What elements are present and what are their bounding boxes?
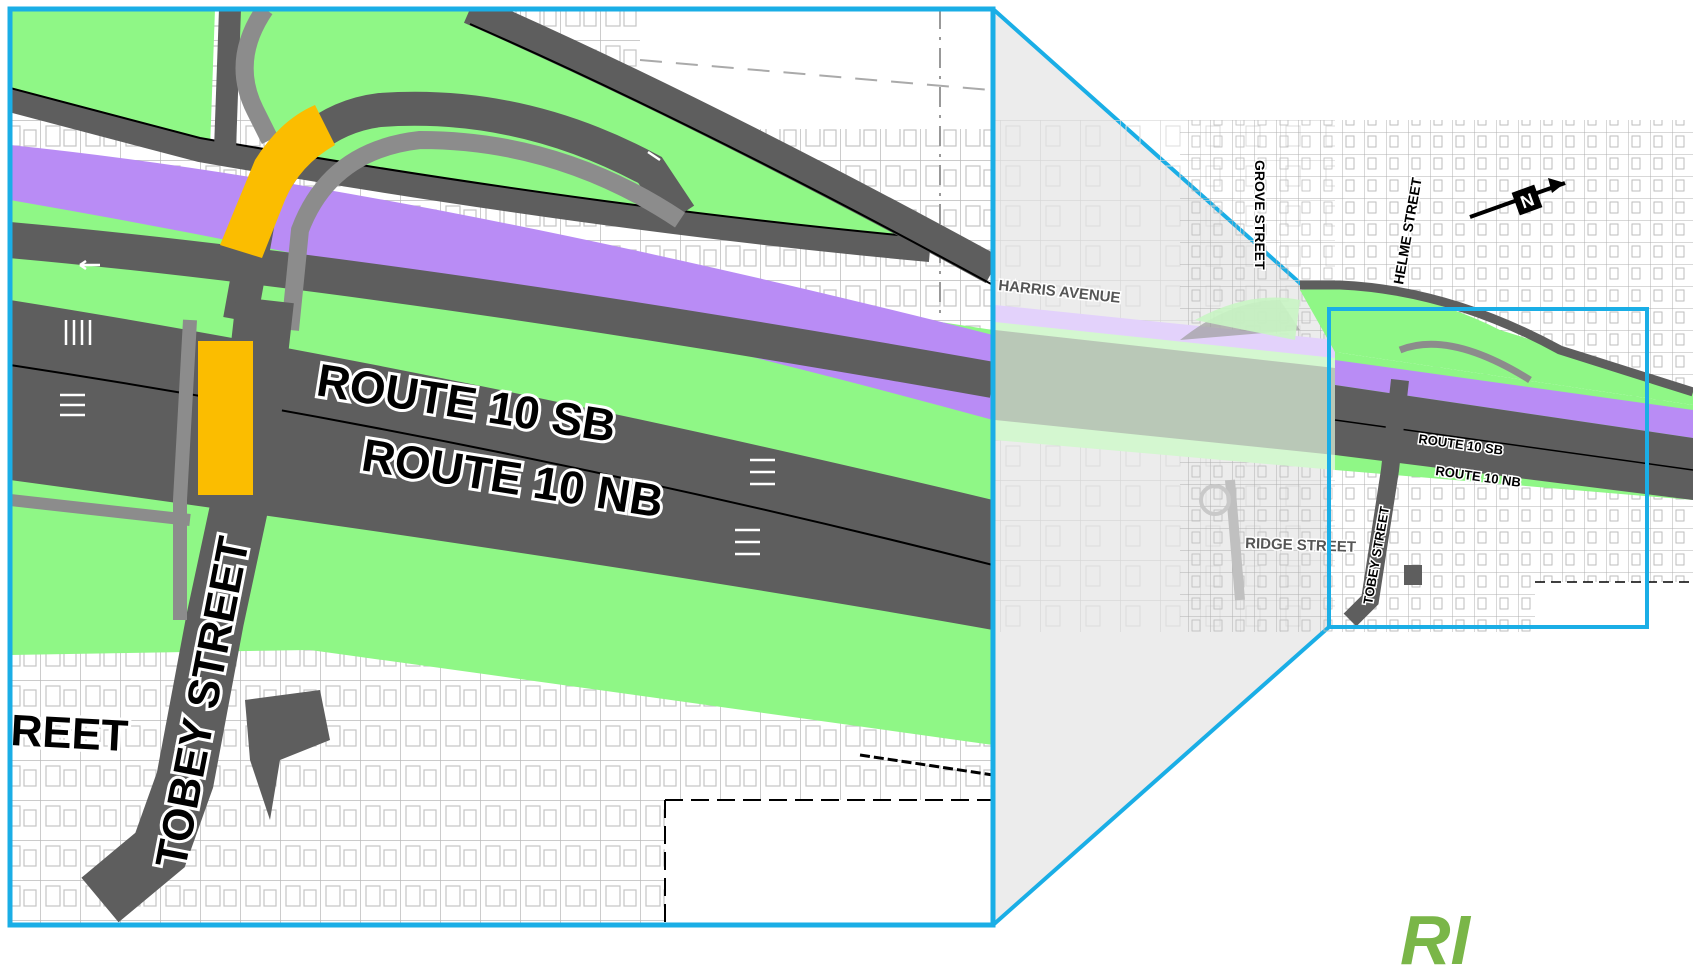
overview-label-grove: GROVE STREET (1252, 160, 1268, 270)
company-logo: RI (1400, 901, 1470, 979)
bridge-highlight-lower (198, 341, 253, 495)
label-street-partial: REET (9, 706, 129, 761)
detail-map: ROUTE 10 SB ROUTE 10 NB TOBEY STREET REE… (9, 9, 993, 925)
zoom-connector-bottom (991, 625, 1331, 927)
map-canvas: N GROVE STREET HELME STREET HARRIS AVENU… (7, 6, 1693, 928)
detail-inset-frame (7, 6, 996, 928)
overview-inset-frame (1327, 307, 1649, 629)
overview-map: N GROVE STREET HELME STREET HARRIS AVENU… (995, 120, 1693, 632)
lane-arrows (60, 150, 775, 556)
bridge-highlight-upper (220, 105, 335, 258)
north-arrow-letter: N (1518, 189, 1537, 212)
north-arrow-icon: N (1469, 178, 1566, 219)
